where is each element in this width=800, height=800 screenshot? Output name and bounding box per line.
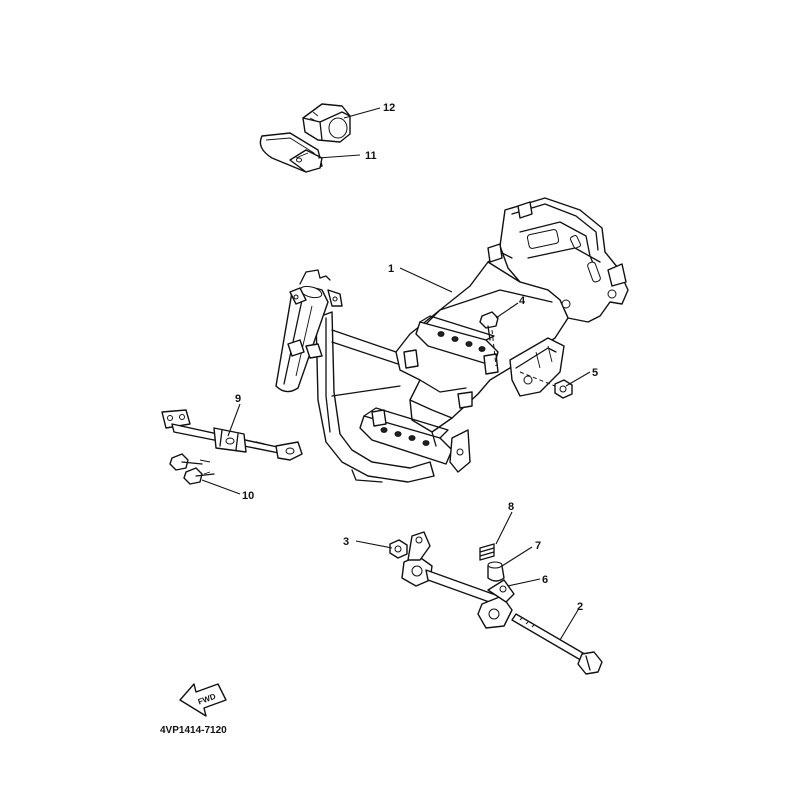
- callout-labels: 1 2 3 4 5 6 7 8 9 10 11 12: [235, 102, 598, 613]
- part-4-bolt[interactable]: [479, 311, 499, 367]
- diagram-code: 4VP1414-7120: [160, 725, 227, 736]
- part-5-nut[interactable]: [519, 371, 573, 399]
- callout-9: 9: [235, 393, 241, 405]
- callout-10: 10: [242, 490, 254, 502]
- fwd-arrow-icon: FWD: [179, 683, 227, 717]
- part-7-collar[interactable]: [487, 561, 505, 582]
- part-10-bolts[interactable]: [169, 453, 215, 485]
- callout-5: 5: [592, 367, 598, 379]
- part-6-link[interactable]: [401, 531, 515, 629]
- part-9-bracket[interactable]: [161, 409, 303, 461]
- callout-6: 6: [542, 574, 548, 586]
- part-12-bushing[interactable]: [302, 103, 351, 143]
- leader-lines: [201, 107, 591, 641]
- part-8-spring[interactable]: [479, 543, 495, 561]
- part-2-bolt[interactable]: [511, 613, 603, 675]
- callout-8: 8: [508, 501, 514, 513]
- callout-2: 2: [577, 601, 583, 613]
- callout-11: 11: [365, 150, 377, 162]
- callout-12: 12: [383, 102, 395, 114]
- callout-3: 3: [343, 536, 349, 548]
- callout-7: 7: [535, 540, 541, 552]
- part-1-frame[interactable]: [275, 197, 629, 483]
- callout-4: 4: [519, 295, 526, 307]
- part-3-nut[interactable]: [389, 539, 408, 559]
- callout-1: 1: [388, 263, 394, 275]
- part-11-pad[interactable]: [259, 132, 323, 173]
